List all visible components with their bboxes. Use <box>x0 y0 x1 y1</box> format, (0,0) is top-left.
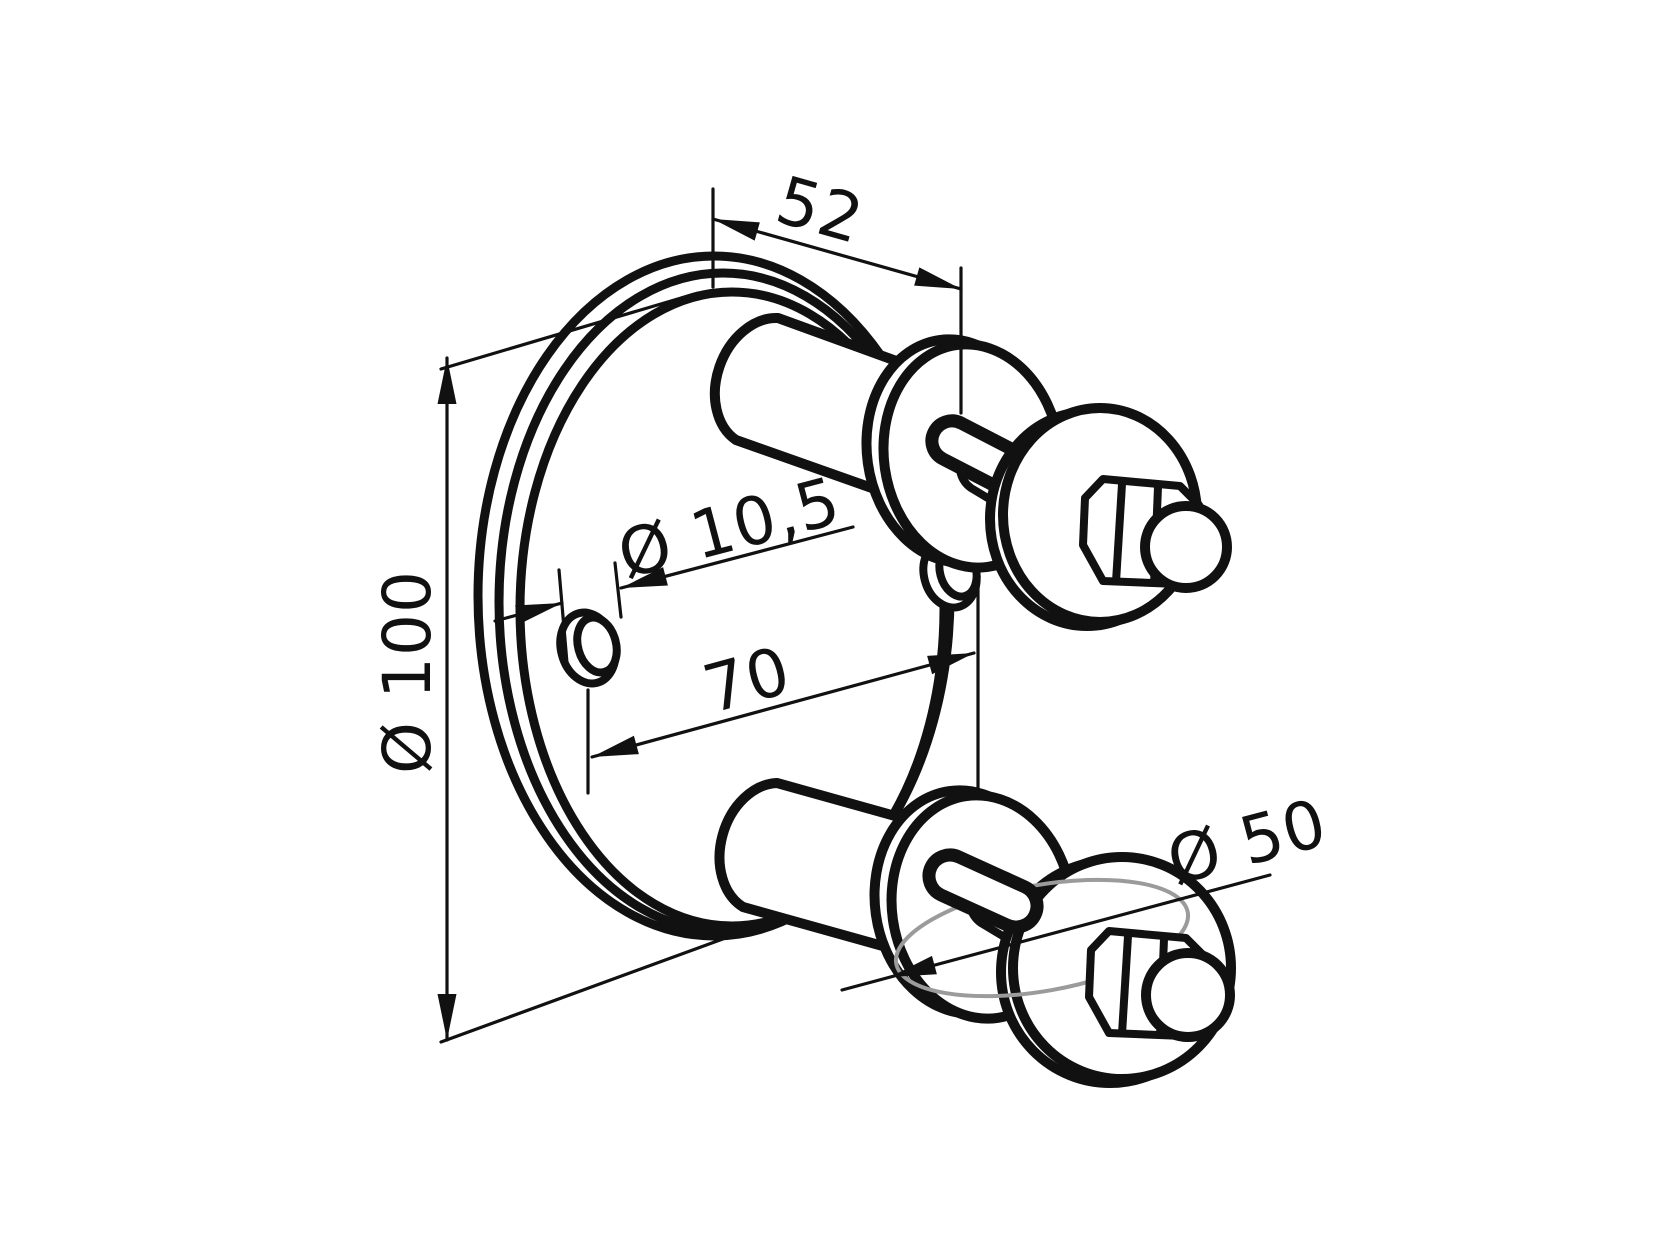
standoff-top <box>709 312 1232 631</box>
dimension-hole-diameter: Ø 10,5 <box>493 462 855 665</box>
dim-label-hole-diameter: Ø 10,5 <box>610 462 848 594</box>
dim-label-spacer-length: 52 <box>768 162 872 260</box>
standoff-bottom <box>714 778 1236 1088</box>
dimension-flange-diameter: Ø 100 <box>369 291 733 1044</box>
dim-label-washer-diameter: Ø 50 <box>1159 784 1334 900</box>
bolt-end-bottom <box>1141 948 1235 1042</box>
dim-label-flange-diameter: Ø 100 <box>369 570 446 774</box>
bolt-end-top <box>1140 501 1232 593</box>
washer-hole-bottom <box>922 848 1044 934</box>
mounting-hole-left <box>556 608 621 688</box>
dim-label-hole-spacing: 70 <box>696 632 799 729</box>
